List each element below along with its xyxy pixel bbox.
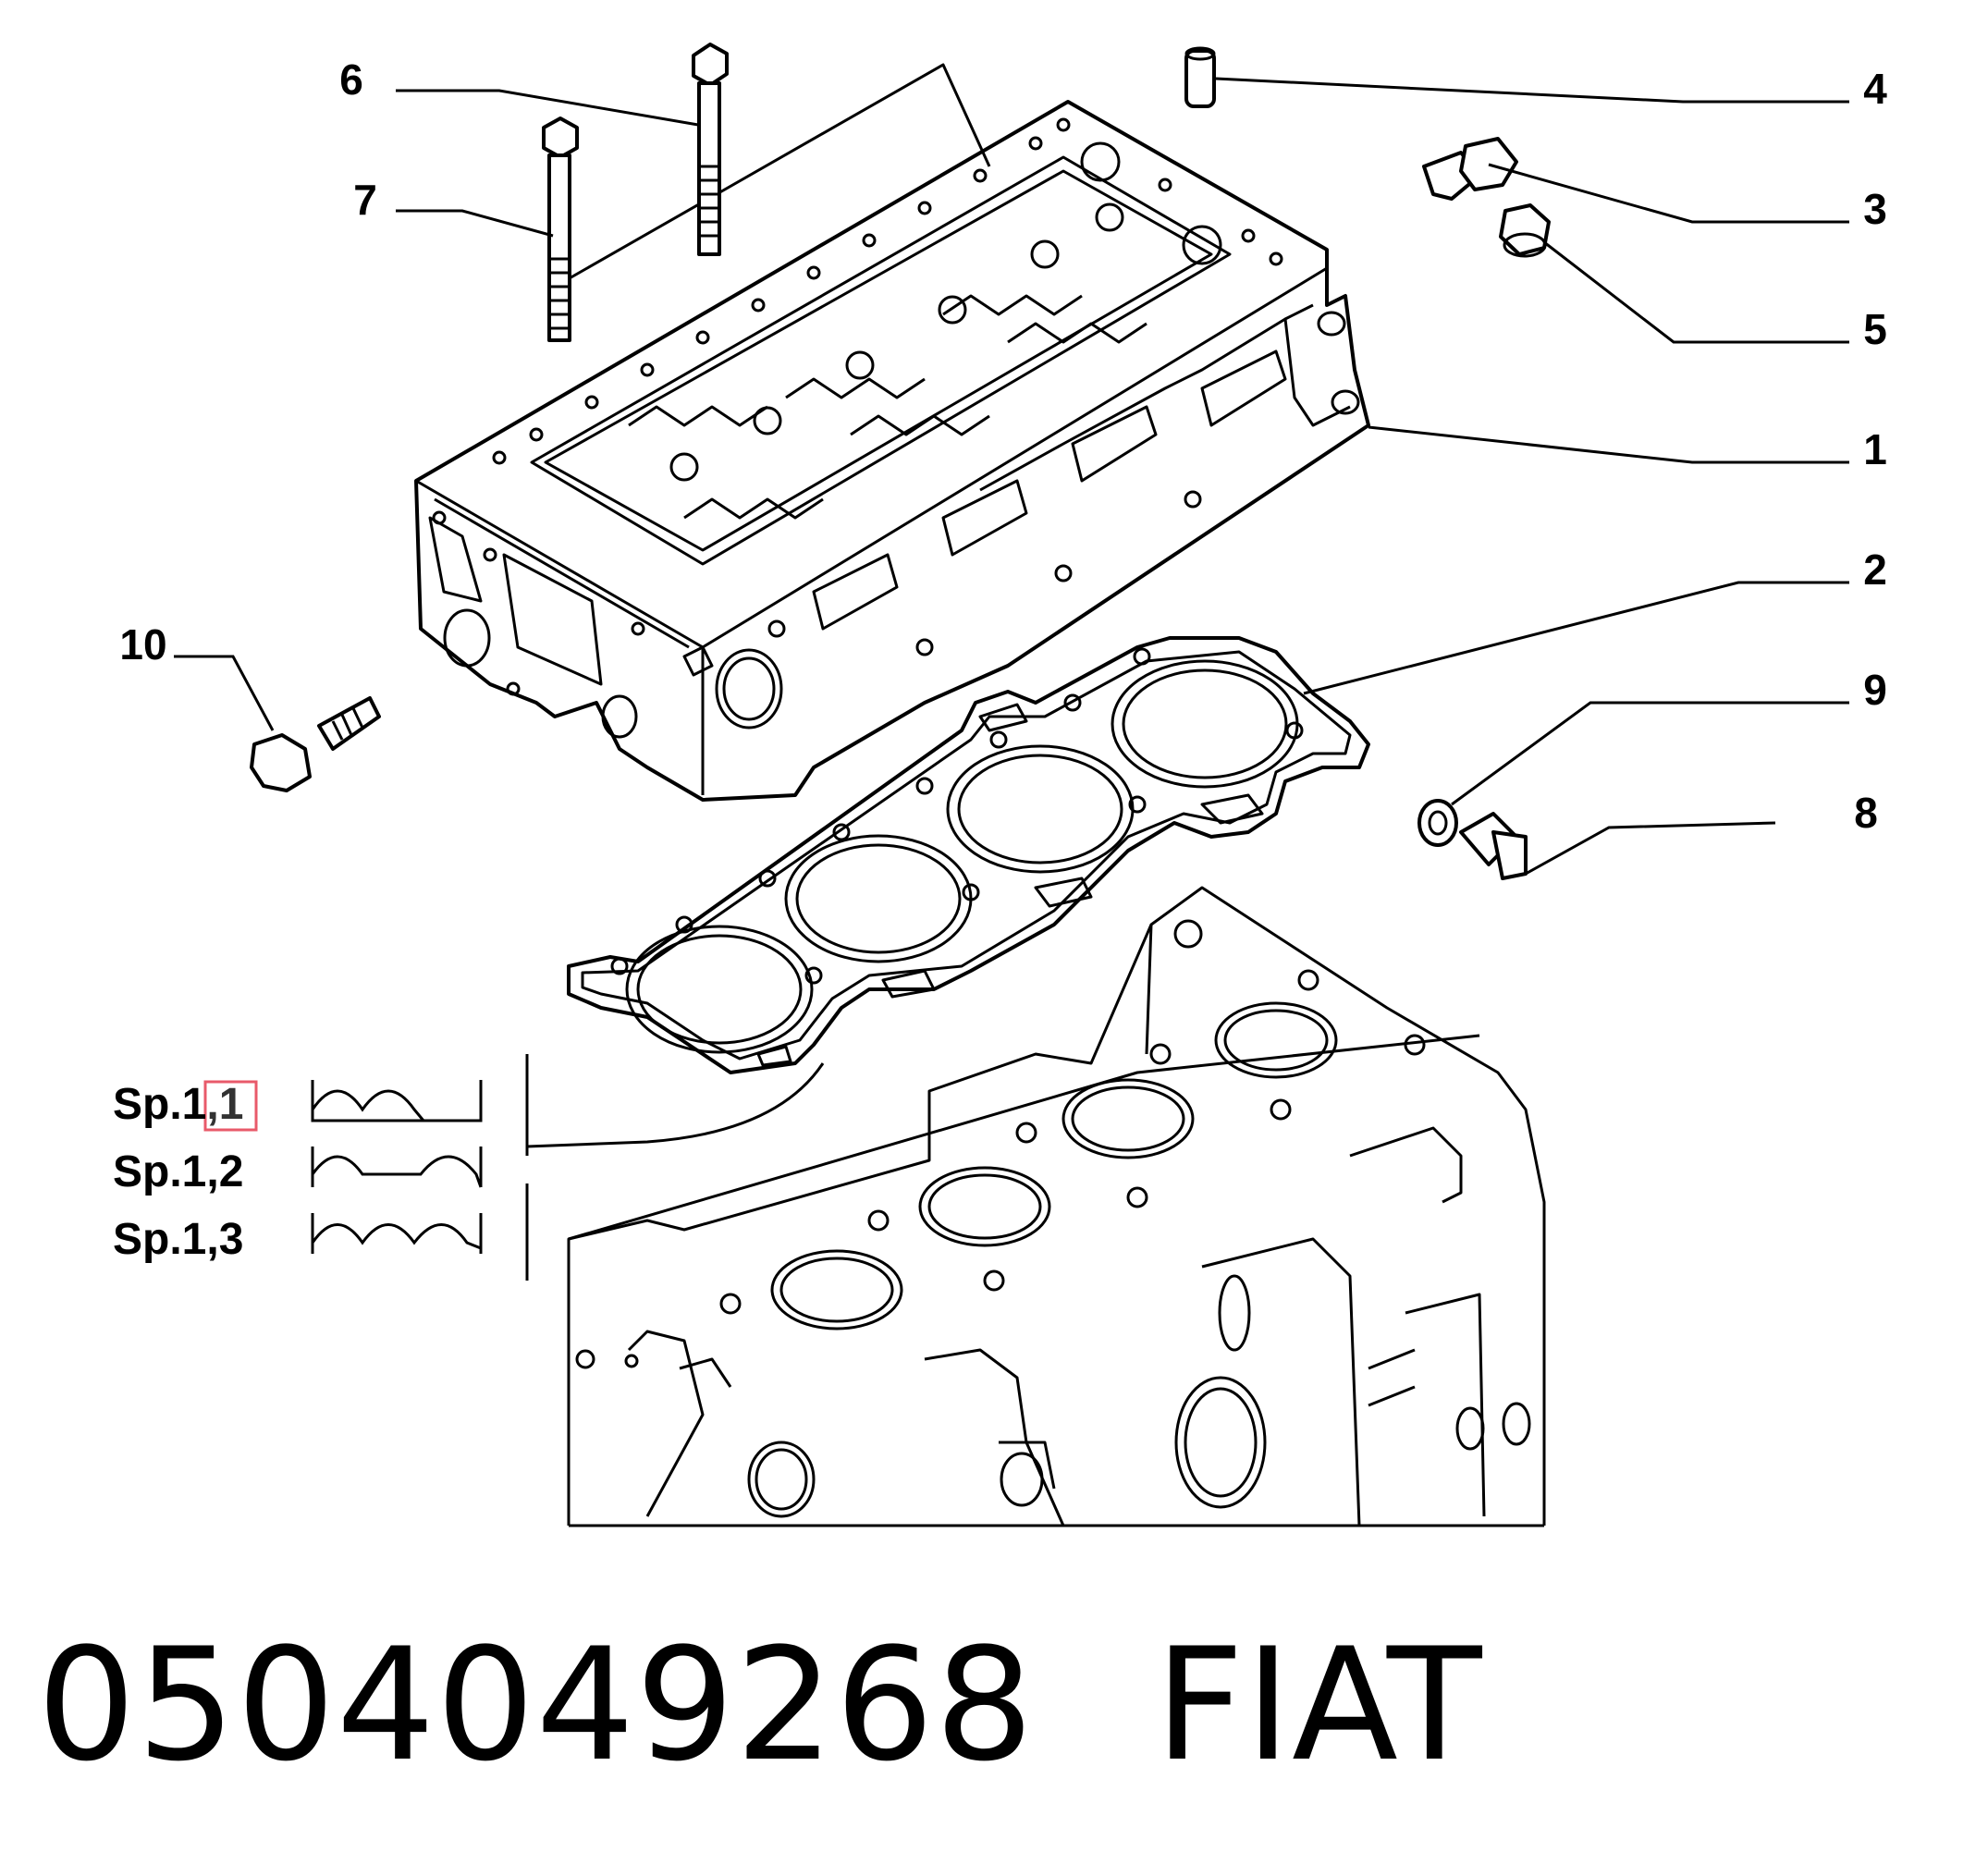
thickness-label-1: Sp.1,1	[113, 1080, 243, 1129]
head-gasket	[567, 636, 1370, 1074]
callout-9: 9	[1863, 666, 1887, 714]
callout-8: 8	[1854, 789, 1878, 837]
washer-9	[1417, 799, 1458, 847]
plug-8	[1459, 812, 1528, 880]
callout-7: 7	[353, 176, 377, 224]
gasket-thickness-legend: Sp.1,1 Sp.1,2 Sp.1,3	[113, 1054, 825, 1281]
callout-10: 10	[119, 620, 166, 668]
callout-labels: 6 7 4 3 5 1 2 9 8 10	[119, 55, 1887, 837]
callout-6: 6	[339, 55, 363, 104]
bolt-7	[542, 116, 579, 342]
plug-5	[1499, 203, 1551, 258]
bolt-6	[692, 43, 729, 256]
brand-name: FIAT	[1154, 1614, 1483, 1796]
engine-block	[567, 886, 1546, 1527]
highlight-box	[203, 1080, 258, 1132]
legend-leader	[526, 1062, 825, 1148]
notch-profile-2	[311, 1147, 483, 1188]
callout-2: 2	[1863, 546, 1887, 594]
callout-5: 5	[1863, 305, 1887, 353]
callout-3: 3	[1863, 185, 1887, 233]
gasket-bore-4	[625, 925, 814, 1054]
thickness-label-3: Sp.1,3	[113, 1215, 243, 1264]
bolt-10	[250, 696, 381, 792]
part-number: 0504049268	[37, 1614, 1035, 1796]
cylinder-head	[414, 63, 1370, 802]
thickness-label-2: Sp.1,2	[113, 1147, 243, 1196]
callout-4: 4	[1863, 65, 1887, 113]
plug-3	[1422, 137, 1518, 201]
dowel-pin-4	[1184, 46, 1216, 108]
callout-1: 1	[1863, 425, 1887, 473]
notch-profile-1	[311, 1080, 483, 1122]
leader-lines	[174, 77, 1849, 876]
notch-profile-3	[311, 1213, 483, 1254]
